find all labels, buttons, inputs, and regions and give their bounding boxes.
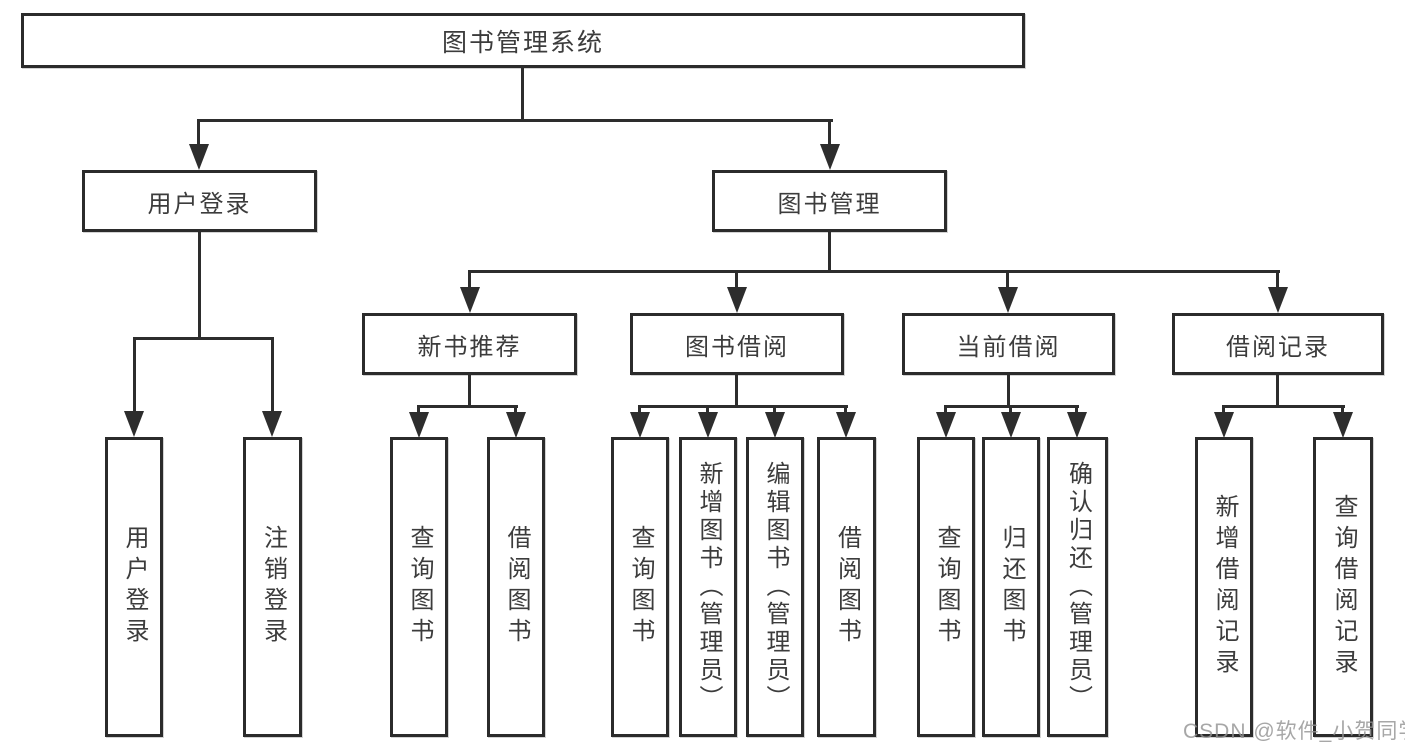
connector-bor-branch: [638, 405, 848, 408]
connector-user-stem: [198, 230, 201, 340]
connector-root-shaft-l: [197, 119, 200, 148]
node-leaf-rcd-query: 查询借阅记录: [1313, 437, 1373, 737]
connector-root-branch: [197, 119, 833, 122]
node-leaf-cur-query: 查询图书: [917, 437, 975, 737]
node-current: 当前借阅: [902, 313, 1115, 375]
connector-mgmt-shaft-3: [1006, 270, 1009, 289]
arrow-to-leaf-cur-query: [936, 412, 956, 438]
arrow-to-leaf-rcd-add: [1214, 412, 1234, 438]
arrow-to-leaf-rec-query: [409, 412, 429, 438]
arrow-to-book-mgmt: [820, 144, 840, 170]
node-borrow: 图书借阅: [630, 313, 844, 375]
connector-mgmt-shaft-4: [1276, 270, 1279, 289]
arrow-to-current: [998, 287, 1018, 313]
node-leaf-user-login: 用户登录: [105, 437, 163, 737]
connector-leaf-shaft: [844, 405, 847, 415]
arrow-to-leaf-cur-return: [1001, 412, 1021, 438]
node-leaf-bor-add: 新增图书（管理员）: [679, 437, 737, 737]
connector-leaf-shaft: [706, 405, 709, 415]
connector-leaf-shaft: [1009, 405, 1012, 415]
connector-leaf-shaft: [514, 405, 517, 415]
arrow-to-leaf-bor-add: [698, 412, 718, 438]
arrow-to-user-login: [189, 144, 209, 170]
node-leaf-bor-query: 查询图书: [611, 437, 669, 737]
node-leaf-cur-confirm: 确认归还（管理员）: [1047, 437, 1108, 737]
connector-mgmt-shaft-1: [468, 270, 471, 289]
node-leaf-cur-return: 归还图书: [982, 437, 1040, 737]
connector-user-shaft-l: [133, 337, 136, 414]
arrow-to-leaf-user-login: [124, 411, 144, 437]
node-leaf-rcd-add: 新增借阅记录: [1195, 437, 1253, 737]
arrow-to-borrow: [727, 287, 747, 313]
arrow-to-leaf-bor-edit: [765, 412, 785, 438]
node-leaf-bor-edit: 编辑图书（管理员）: [746, 437, 804, 737]
connector-bor-stem: [735, 373, 738, 408]
watermark: CSDN @软件_小贺同学: [1183, 720, 1405, 743]
arrow-to-records: [1268, 287, 1288, 313]
connector-root-stem: [521, 66, 524, 122]
connector-leaf-shaft: [944, 405, 947, 415]
connector-rec-branch: [417, 405, 518, 408]
connector-user-branch: [133, 337, 274, 340]
node-leaf-logout: 注销登录: [243, 437, 302, 737]
node-root: 图书管理系统: [21, 13, 1025, 68]
connector-leaf-shaft: [417, 405, 420, 415]
connector-leaf-shaft: [1222, 405, 1225, 415]
connector-leaf-shaft: [773, 405, 776, 415]
connector-leaf-shaft: [1341, 405, 1344, 415]
connector-cur-stem: [1007, 373, 1010, 408]
connector-rcd-stem: [1276, 373, 1279, 408]
node-book-mgmt: 图书管理: [712, 170, 947, 232]
connector-rcd-branch: [1222, 405, 1345, 408]
node-leaf-bor-borrow: 借阅图书: [817, 437, 876, 737]
node-records: 借阅记录: [1172, 313, 1384, 375]
connector-mgmt-stem: [828, 230, 831, 273]
connector-mgmt-branch: [468, 270, 1280, 273]
node-new-rec: 新书推荐: [362, 313, 577, 375]
node-user-login: 用户登录: [82, 170, 317, 232]
connector-mgmt-shaft-2: [735, 270, 738, 289]
arrow-to-leaf-bor-query: [630, 412, 650, 438]
arrow-to-leaf-rcd-query: [1333, 412, 1353, 438]
arrow-to-leaf-bor-borrow: [836, 412, 856, 438]
arrow-to-leaf-cur-confirm: [1067, 412, 1087, 438]
node-leaf-rec-borrow: 借阅图书: [487, 437, 545, 737]
arrow-to-leaf-rec-borrow: [506, 412, 526, 438]
arrow-to-new-rec: [460, 287, 480, 313]
connector-leaf-shaft: [1075, 405, 1078, 415]
arrow-to-leaf-logout: [262, 411, 282, 437]
connector-root-shaft-r: [828, 119, 831, 148]
connector-leaf-shaft: [638, 405, 641, 415]
connector-user-shaft-r: [271, 337, 274, 414]
node-leaf-rec-query: 查询图书: [390, 437, 448, 737]
connector-rec-stem: [468, 373, 471, 408]
